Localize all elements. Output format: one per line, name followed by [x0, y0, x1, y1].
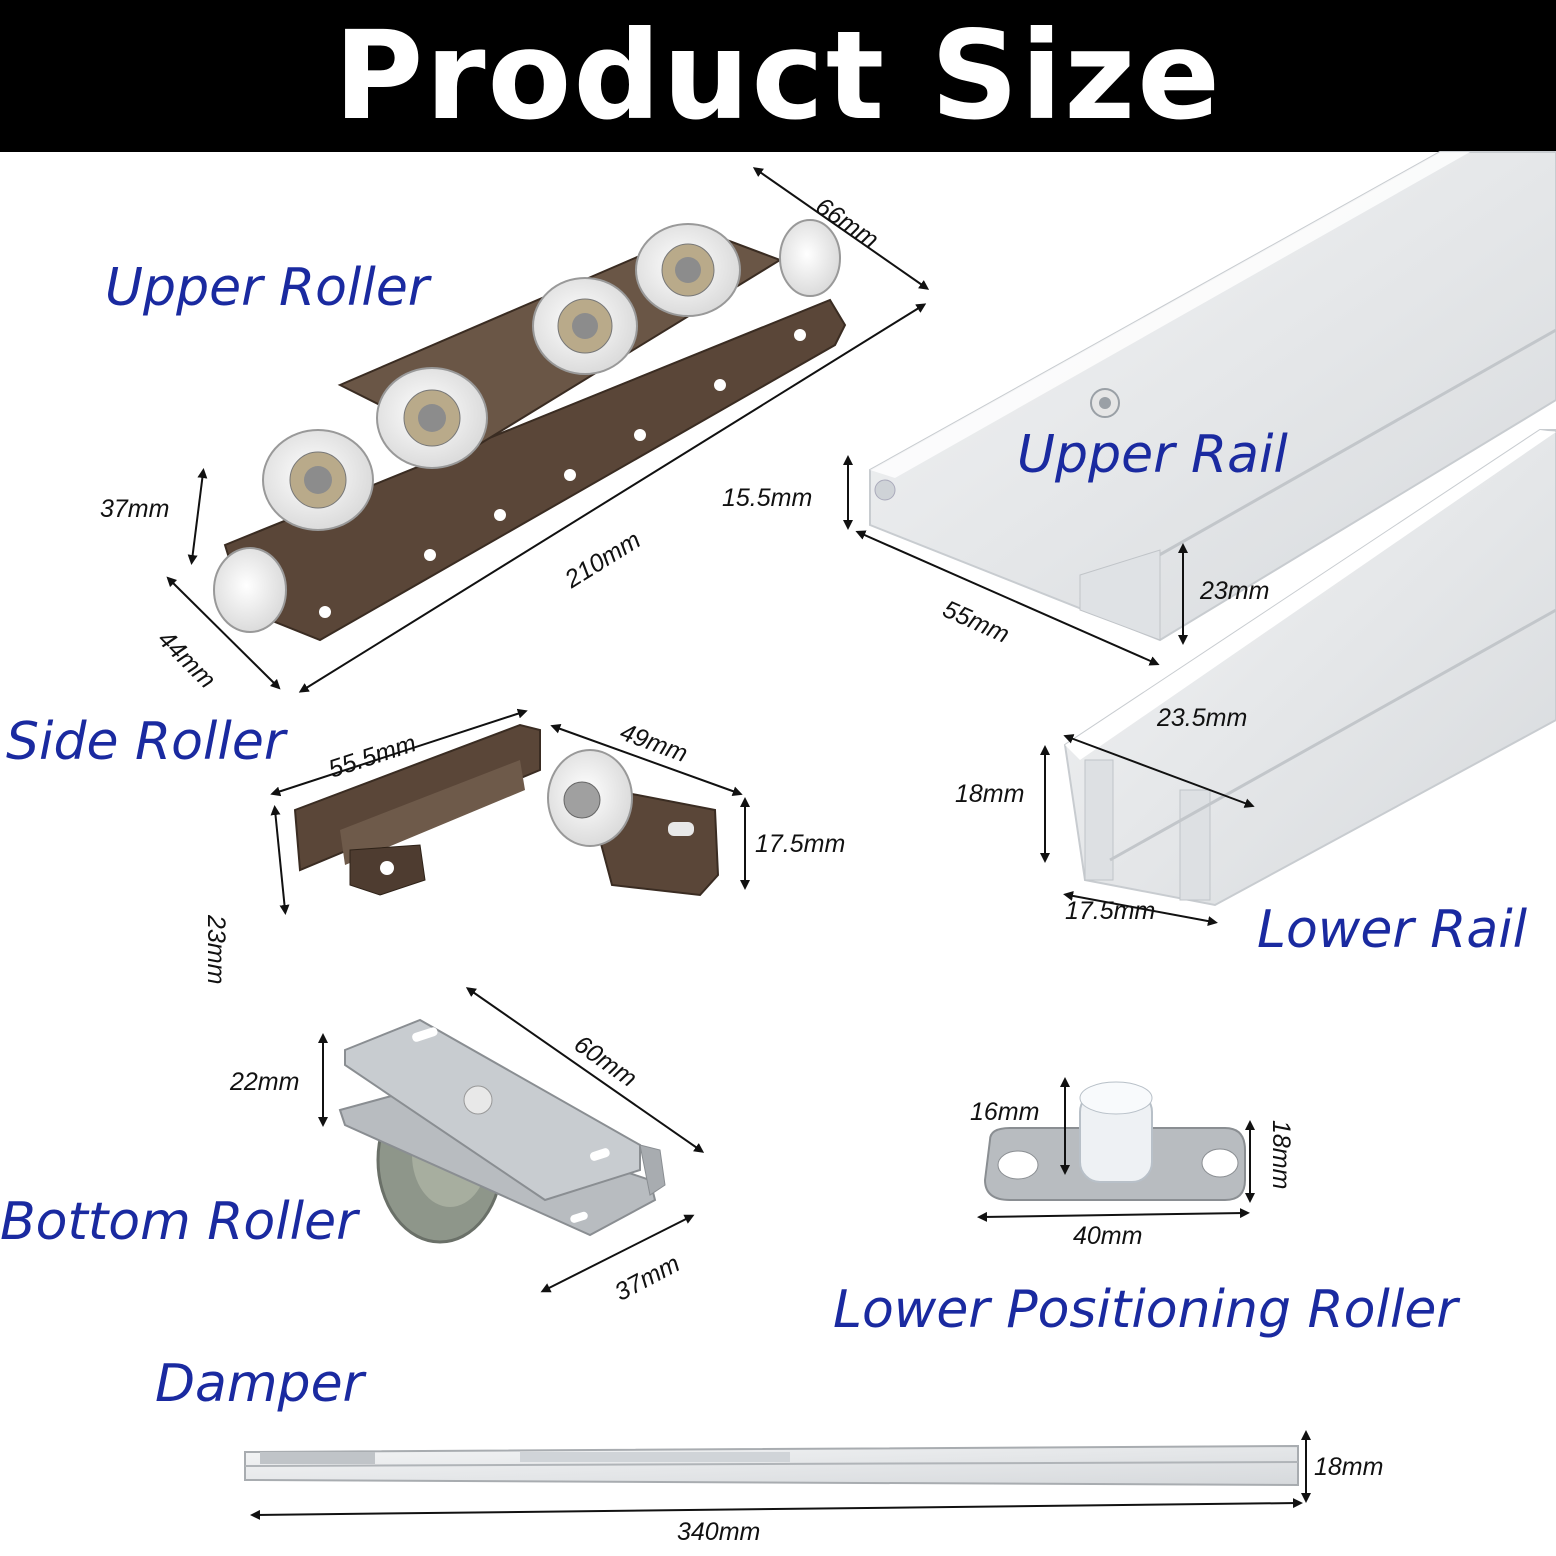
dimension-arrows: [166, 167, 1311, 1520]
upper-rail-label: Upper Rail: [1017, 425, 1288, 485]
dimension-label: 18mm: [1314, 1453, 1384, 1481]
bottom-roller-label: Bottom Roller: [0, 1192, 358, 1252]
wheel-icon: [376, 367, 488, 469]
dimension-label: 22mm: [230, 1068, 300, 1096]
lower-rail-label: Lower Rail: [1257, 900, 1528, 960]
damper-label: Damper: [155, 1354, 364, 1414]
dimension-label: 17.5mm: [755, 830, 846, 858]
dimension-label: 340mm: [677, 1518, 761, 1546]
damper-image: [244, 1444, 1299, 1487]
page-title: Product Size: [333, 5, 1223, 147]
wheel-icon: [547, 749, 633, 847]
wheel-icon: [262, 429, 374, 531]
dimension-label: 16mm: [970, 1098, 1040, 1126]
dimension-label: 23.5mm: [1157, 704, 1248, 732]
lower-positioning-roller-image: [983, 1081, 1246, 1201]
wheel-icon: [532, 277, 638, 375]
dimension-label: 17.5mm: [1065, 897, 1156, 925]
dimension-label: 15.5mm: [722, 484, 813, 512]
side-roller-label: Side Roller: [6, 712, 286, 772]
title-banner: [0, 0, 1556, 152]
dimension-label: 18mm: [1267, 1120, 1295, 1190]
wheel-icon: [635, 223, 741, 317]
dimension-label: 18mm: [955, 780, 1025, 808]
dimension-label: 40mm: [1073, 1222, 1143, 1250]
lower-positioning-roller-label: Lower Positioning Roller: [833, 1280, 1458, 1340]
dimension-label: 37mm: [100, 495, 170, 523]
dimension-label: 23mm: [1200, 577, 1270, 605]
upper-roller-label: Upper Roller: [105, 258, 430, 318]
dimension-label: 23mm: [202, 915, 230, 985]
